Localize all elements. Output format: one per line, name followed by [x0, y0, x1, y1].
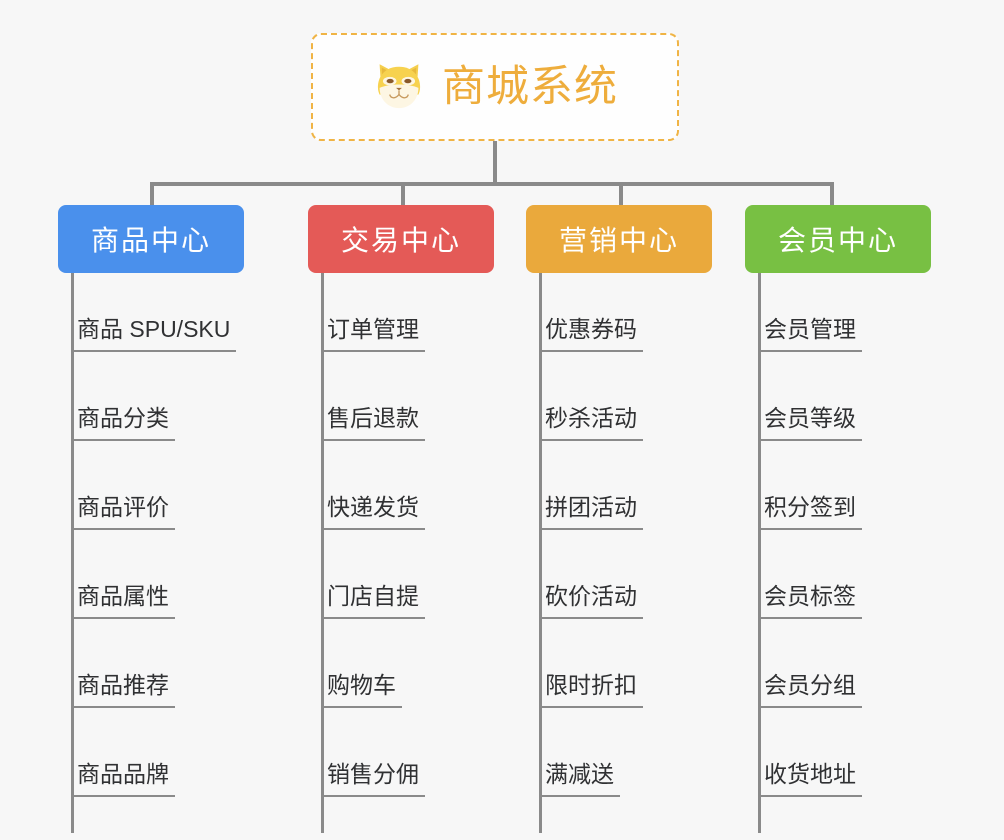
connector-horizontal-bus	[150, 182, 834, 186]
leaf-item[interactable]: 购物车	[321, 671, 402, 708]
leaf-item[interactable]: 会员分组	[758, 671, 862, 708]
leaf-item[interactable]: 会员等级	[758, 404, 862, 441]
category-header-label: 营销中心	[558, 225, 679, 256]
category-header-label: 会员中心	[777, 225, 898, 256]
category-header-label: 交易中心	[340, 225, 461, 256]
leaf-item[interactable]: 会员标签	[758, 582, 862, 619]
leaf-item[interactable]: 订单管理	[321, 315, 425, 352]
connector-drop-3	[619, 182, 623, 207]
leaf-item[interactable]: 拼团活动	[539, 493, 643, 530]
category-header-1[interactable]: 交易中心	[308, 205, 494, 273]
category-spine-0	[71, 273, 74, 833]
leaf-item[interactable]: 砍价活动	[539, 582, 643, 619]
connector-drop-1	[150, 182, 154, 207]
category-header-2[interactable]: 营销中心	[526, 205, 712, 273]
category-spine-2	[539, 273, 542, 833]
leaf-item[interactable]: 商品品牌	[71, 760, 175, 797]
leaf-item[interactable]: 商品分类	[71, 404, 175, 441]
leaf-item[interactable]: 收货地址	[758, 760, 862, 797]
category-header-3[interactable]: 会员中心	[745, 205, 931, 273]
leaf-item[interactable]: 商品推荐	[71, 671, 175, 708]
leaf-item[interactable]: 满减送	[539, 760, 620, 797]
root-node[interactable]: 商城系统	[311, 33, 679, 141]
leaf-item[interactable]: 限时折扣	[539, 671, 643, 708]
leaf-item[interactable]: 秒杀活动	[539, 404, 643, 441]
leaf-item[interactable]: 门店自提	[321, 582, 425, 619]
leaf-item[interactable]: 积分签到	[758, 493, 862, 530]
leaf-item[interactable]: 销售分佣	[321, 760, 425, 797]
root-title: 商城系统	[442, 62, 618, 111]
leaf-item[interactable]: 售后退款	[321, 404, 425, 441]
leaf-item[interactable]: 商品 SPU/SKU	[71, 315, 237, 352]
connector-drop-4	[830, 182, 834, 207]
connector-root-stem	[493, 141, 497, 184]
leaf-item[interactable]: 会员管理	[758, 315, 862, 352]
category-header-0[interactable]: 商品中心	[58, 205, 244, 273]
category-spine-3	[758, 273, 761, 833]
leaf-item[interactable]: 商品属性	[71, 582, 175, 619]
leaf-item[interactable]: 商品评价	[71, 493, 175, 530]
shiba-dog-face-icon	[372, 60, 426, 114]
leaf-item[interactable]: 快递发货	[321, 493, 425, 530]
category-header-label: 商品中心	[90, 225, 211, 256]
category-spine-1	[321, 273, 324, 833]
connector-drop-2	[401, 182, 405, 207]
leaf-item[interactable]: 优惠券码	[539, 315, 643, 352]
